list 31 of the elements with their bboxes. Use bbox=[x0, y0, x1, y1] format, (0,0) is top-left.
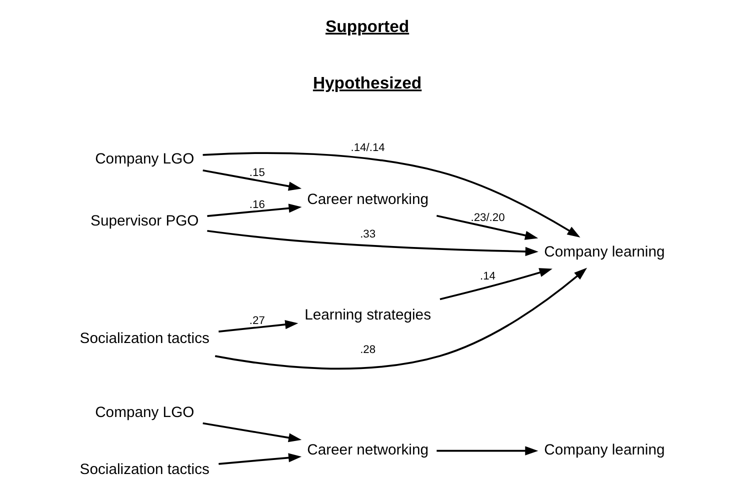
node-text: Company LGO bbox=[95, 405, 194, 422]
arrow bbox=[207, 204, 302, 218]
node-text: Company learning bbox=[544, 442, 665, 458]
arrow bbox=[202, 169, 302, 191]
edge-label: .27 bbox=[249, 314, 265, 327]
node-text: Socialization tactics bbox=[80, 462, 210, 478]
arrow bbox=[202, 152, 580, 238]
edge-label: .23/.20 bbox=[470, 212, 505, 224]
arrow bbox=[436, 446, 538, 456]
label: Hypothesized bbox=[312, 74, 422, 93]
node-text: Company LGO bbox=[95, 151, 194, 168]
node-text: Supervisor PGO bbox=[90, 214, 199, 230]
arrow bbox=[218, 320, 298, 332]
arrow bbox=[202, 422, 302, 442]
edge-label: .14/.14 bbox=[350, 142, 385, 154]
edge-label: .15 bbox=[249, 167, 265, 180]
node-text: Career networking bbox=[307, 192, 429, 208]
label: Supported bbox=[326, 16, 410, 36]
node-text: Company learning bbox=[544, 244, 665, 260]
edge-label: .16 bbox=[249, 198, 265, 211]
node-text: Career networking bbox=[307, 442, 429, 458]
arrow bbox=[214, 268, 588, 370]
edge-label: .33 bbox=[360, 228, 376, 241]
arrow bbox=[440, 268, 552, 300]
edge-label: .14 bbox=[480, 270, 496, 282]
edge-label: .28 bbox=[360, 344, 376, 356]
arrow bbox=[436, 214, 538, 240]
node-text: Socialization tactics bbox=[80, 330, 210, 347]
arrow bbox=[218, 453, 302, 465]
node-text: Learning strategies bbox=[304, 308, 432, 324]
arrow bbox=[207, 230, 538, 256]
